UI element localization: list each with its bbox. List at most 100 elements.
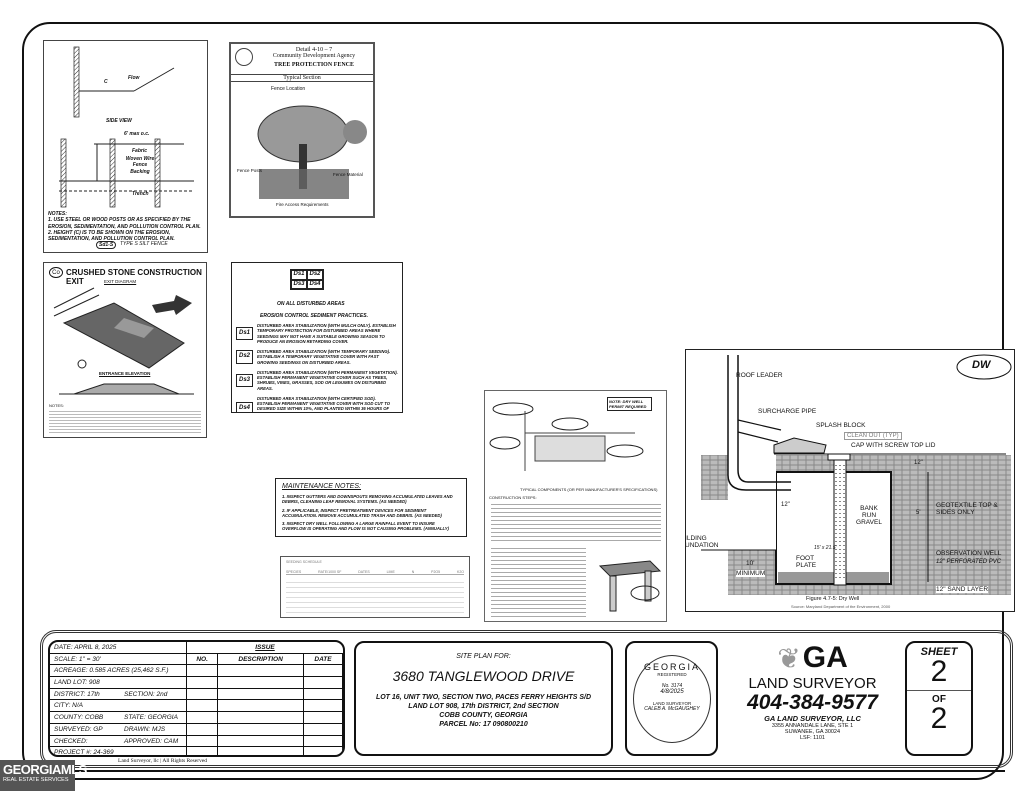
sheet-number: 2 [907, 657, 971, 691]
components-caption: TYPICAL COMPONENTS (OR PER MANUFACTURER'… [520, 487, 658, 492]
ds-code-grid: Ds1 Ds2 Ds3 Ds4 [290, 269, 324, 290]
seeding-title: SEEDING SCHEDULE [286, 560, 322, 564]
drywell-components-drawing [489, 402, 644, 471]
issue-cell [218, 688, 304, 701]
company-logo: ❦ GA [725, 641, 900, 675]
ds-item-code: Ds1 [236, 326, 254, 341]
figure-source: Source: Maryland Department of the Envir… [791, 604, 891, 609]
tree-header: Detail 4-10 – 7 Community Development Ag… [259, 47, 369, 68]
logo-text: GA [802, 641, 848, 674]
geotextile-label: GEOTEXTILE TOP & SIDES ONLY [936, 502, 998, 516]
surcharge-pipe-label: SURCHARGE PIPE [758, 408, 817, 415]
sheet-label: SHEET [920, 646, 958, 658]
crushed-stone-exit-detail: Co CRUSHED STONE CONSTRUCTION EXIT EXIT … [43, 262, 207, 438]
company-address: 3355 ANNANDALE LANE, STE 1 [771, 723, 854, 729]
legal-line: COBB COUNTY, GEORGIA [439, 712, 528, 719]
info-field: CITY: N/A [54, 702, 84, 710]
seal-state: GEORGIA [643, 662, 700, 672]
maintenance-title: MAINTENANCE NOTES: [282, 483, 361, 490]
site-address: 3680 TANGLEWOOD DRIVE [392, 668, 575, 684]
dim-12-top: 12" [914, 460, 923, 466]
ds-item-code: Ds3 [236, 373, 254, 387]
drywell-construction-detail: NOTE: DRY WELL PERMIT REQUIRED TYPICAL C… [484, 390, 667, 622]
sheet-of: OF [932, 694, 946, 705]
agency-name: Community Development Agency [272, 53, 356, 59]
fence-material-label: Fence Material [333, 172, 363, 177]
seal-date: 4/8/2025 [660, 689, 684, 695]
title-block [40, 630, 1013, 768]
info-field: COUNTY: COBB [54, 714, 104, 722]
ds-item-code: Ds2 [236, 350, 254, 364]
info-field: DISTRICT: 17th [54, 690, 100, 698]
info-field: SURVEYED: GP [54, 725, 103, 733]
ds-code: Ds4 [307, 279, 323, 289]
issue-cell [187, 688, 219, 701]
info-field: SECTION: 2nd [124, 690, 168, 698]
maintenance-item: 2. IF APPLICABLE, INSPECT PRETREATMENT D… [282, 507, 442, 518]
pvc-label: 12" PERFORATED PVC [936, 559, 1002, 565]
info-row: PROJECT #: 24-369 [50, 747, 186, 755]
detail-number: Detail 4-10 – 7 [295, 47, 333, 53]
label-spacing: 6' max o.c. [124, 131, 150, 137]
company-logo-block: ❦ GA LAND SURVEYOR 404-384-9577 GA LAND … [725, 641, 900, 756]
ds-item-text: DISTURBED AREA STABILIZATION (WITH PERMA… [257, 369, 398, 391]
issue-cell [218, 735, 304, 748]
info-row: SURVEYED: GP DRAWN: MJS [50, 724, 186, 736]
maintenance-item: 1. INSPECT GUTTERS AND DOWNSPOUTS REMOVI… [282, 494, 453, 505]
exit-code: Co [49, 267, 63, 278]
info-field: DATE: APRIL 8, 2025 [54, 644, 117, 651]
georgiamls-watermark: GEORGIAMLS REAL ESTATE SERVICES [0, 760, 87, 791]
minimum-label: MINIMUM [736, 570, 766, 577]
issue-cell [303, 735, 343, 748]
issue-cell [218, 712, 304, 724]
info-field: CHECKED: [54, 737, 88, 745]
info-field: STATE: GEORGIA [124, 714, 178, 722]
footer-rule [70, 770, 1005, 772]
cleanout-label: CLEAN OUT (TYP) [844, 432, 902, 440]
info-row: DATE: APRIL 8, 2025 [50, 642, 186, 654]
exit-notes-title: NOTES: [49, 403, 64, 408]
issue-cell [303, 700, 343, 713]
splash-block-label: SPLASH BLOCK [816, 422, 866, 429]
issue-cell [187, 665, 219, 678]
cap-label: CAP WITH SCREW TOP LID [851, 442, 936, 449]
tree-drawing [257, 105, 367, 199]
foundation-label: BUILDING FOUNDATION [686, 535, 728, 549]
exit-drawing [53, 287, 192, 369]
ds-code: Ds1 [291, 270, 307, 280]
issue-cell [303, 723, 343, 736]
label-trench: Trench [132, 191, 149, 197]
info-field: APPROVED: CAM [124, 737, 179, 745]
legal-line: LAND LOT 908, 17th DISTRICT, 2nd SECTION [408, 703, 559, 710]
issue-cell [187, 677, 219, 689]
issue-cell [303, 712, 343, 724]
tree-title: TREE PROTECTION FENCE [273, 62, 354, 68]
dims-label: 15' x 21.5' [814, 545, 837, 551]
sheet-total: 2 [930, 702, 948, 735]
dim-12-side: 12" [781, 502, 790, 508]
company-city: SUWANEE, GA 30024 [784, 729, 841, 735]
silt-fence-detail: C Flow SIDE VIEW 6' max o.c. Fabric Wove… [43, 40, 208, 253]
info-row: DISTRICT: 17th SECTION: 2nd [50, 689, 186, 701]
info-row: LAND LOT: 908 [50, 677, 186, 689]
foot-plate-label: FOOT PLATE [796, 555, 820, 569]
depth-label: 5' [916, 510, 921, 516]
watermark-brand: GEORGIAMLS [3, 762, 87, 777]
info-field: DRAWN: MJS [124, 725, 166, 733]
issue-cell [187, 712, 219, 724]
silt-fence-notes: NOTES: 1. USE STEEL OR WOOD POSTS OR AS … [48, 211, 204, 242]
sheet-number-box: SHEET 2 OF 2 [905, 641, 973, 756]
watermark-sub: REAL ESTATE SERVICES [3, 777, 69, 783]
issue-cell [187, 747, 219, 755]
legal-line: LOT 16, UNIT TWO, SECTION TWO, PACES FER… [375, 694, 592, 701]
parcel-line: PARCEL No: 17 090800210 [439, 721, 528, 728]
tree-subtitle: Typical Section [231, 74, 373, 82]
issue-cell [218, 665, 304, 678]
issue-cell [187, 723, 219, 736]
